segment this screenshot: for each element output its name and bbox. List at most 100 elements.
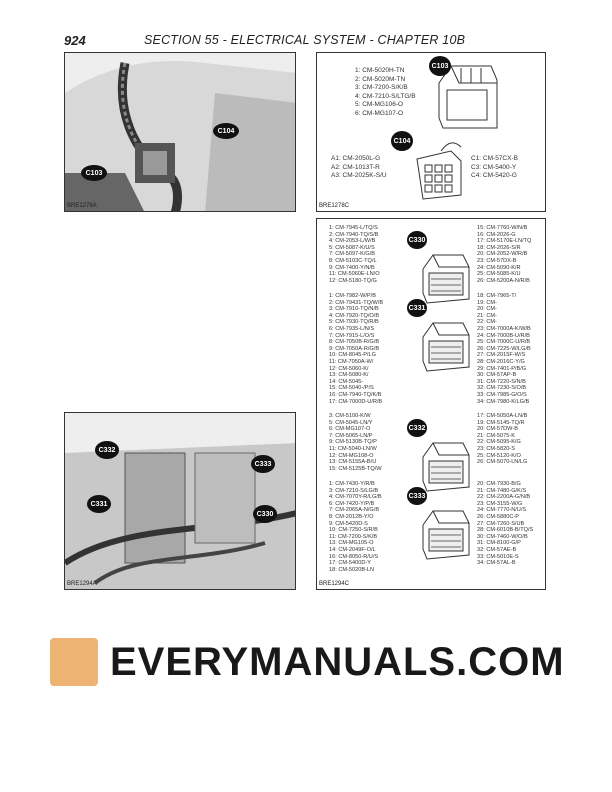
- pin-entry: 15: CM-5125B-TQ/W: [329, 465, 382, 472]
- pin-entry: 21: CM-5075-K: [477, 432, 515, 439]
- pin-entry: 20: CM-2052-W/R/B: [477, 251, 528, 258]
- pin-entry: 24: CM-5090-K/R: [477, 264, 521, 271]
- pin-entry: 5: CM-5045-LN/Y: [329, 419, 373, 426]
- pin-entry: 4: CM-2053-L/W/B: [329, 238, 376, 245]
- pin-entry: 19: CM-: [477, 299, 497, 306]
- pin-entry: 4: CM-7070Y-R/LG/B: [329, 494, 382, 501]
- pin-entry: C1: CM-57CX-B: [471, 155, 518, 162]
- pin-entry: C3: CM-5400-Y: [471, 163, 517, 171]
- pin-entry: 25: CM-7000C-U/R/B: [477, 339, 531, 346]
- pin-entry: 20: CM-: [477, 306, 497, 313]
- pin-entry: 1: CM-7430-Y/R/B: [329, 481, 375, 487]
- pin-entry: 11: CM-5040-LN/W: [329, 445, 377, 452]
- figure-caption: BRE1294C: [319, 581, 350, 587]
- pin-entry: 11: CM-5060E-LN/O: [329, 271, 380, 278]
- figure-photo-c103-c104: C104 C103 BRE1278A: [64, 52, 296, 212]
- pin-entry: 15: CM-5040-/P/S: [329, 385, 374, 392]
- pin-entry: 2: CM-79431-TQ/W/B: [329, 299, 384, 306]
- pin-entry: 26: CM-7225-W/LG/B: [477, 345, 531, 352]
- connector-c104-drawing: [416, 142, 462, 200]
- pin-entry: 31: CM-8100-G/P: [477, 540, 521, 547]
- pin-entry: 16: CM-2026-G: [477, 231, 516, 238]
- pin-entry: 9: CM-7400-Y/N/B: [329, 264, 375, 271]
- pin-entry: 22: CM-2200A-G/N/B: [477, 494, 531, 501]
- callout-c330: C330: [253, 505, 277, 523]
- callout-c103: C103: [81, 165, 107, 181]
- pin-entry: 11: CM-7200-S/K/B: [329, 533, 378, 540]
- pin-entry: 8: CM-5103C-TQ/L: [329, 257, 377, 264]
- pin-entry: 16: CM-7940-TQ/K/B: [329, 391, 382, 398]
- pin-entry: 1: CM-5020H-TN: [355, 67, 405, 74]
- callout-c332: C332: [95, 441, 119, 459]
- connector-c331-drawing: [422, 322, 470, 372]
- pin-entry: 21: CM-: [477, 312, 497, 319]
- pin-entry: 7: CM-2065A-N/G/B: [329, 507, 380, 514]
- pin-entry: 23: CM-57DX-B: [477, 257, 517, 264]
- c331-right-pin-list: 18: CM-7965-T/19: CM-20: CM-21: CM-22: C…: [477, 293, 531, 405]
- connector-c330-drawing: [422, 254, 470, 304]
- pin-entry: 3: CM-7200-S/K/B: [355, 84, 408, 91]
- pin-entry: 32: CM-57AE-B: [477, 546, 517, 553]
- connector-c333-drawing: [422, 510, 470, 560]
- figure-caption: BRE1294A: [67, 581, 97, 587]
- pin-entry: 8: CM-7050B-R/G/B: [329, 339, 380, 346]
- pin-entry: 3: CM-7910-TQ/N/B: [329, 306, 379, 313]
- callout-c103: C103: [429, 56, 451, 76]
- pin-entry: 15: CM-7760-W/N/B: [477, 225, 528, 231]
- pin-entry: 33: CM-5010E-S: [477, 553, 519, 560]
- callout-c332: C332: [407, 419, 427, 437]
- pin-entry: 27: CM-2015F-W/S: [477, 352, 526, 359]
- figure-caption: BRE1278C: [319, 203, 350, 209]
- pin-entry: 18: CM-2026-S/R: [477, 244, 521, 251]
- pin-entry: 25: CM-5120-K/O: [477, 452, 521, 459]
- pin-entry: 19: CM-5145-TQ/R: [477, 419, 525, 426]
- pin-entry: 21: CM-7480-G/K/S: [477, 487, 527, 494]
- figure-caption: BRE1278A: [67, 203, 97, 209]
- pin-entry: 3: CM-5100-K/W: [329, 413, 371, 419]
- pin-entry: 5: CM-5087-K/U/S: [329, 244, 375, 251]
- pin-entry: 24: CM-7770-N/U/S: [477, 507, 527, 514]
- pin-entry: 17: CM-5050A-LN/B: [477, 413, 528, 419]
- pin-entry: 28: CM-2016C-Y/G: [477, 358, 525, 365]
- pin-entry: A3: CM-2025K-S/U: [331, 172, 387, 179]
- pin-entry: 29: CM-7401-P/B/G: [477, 365, 527, 372]
- pin-entry: 32: CM-7230-S/O/B: [477, 385, 527, 392]
- pin-entry: 5: CM-7930-TQ/R/B: [329, 319, 379, 326]
- pin-entry: 26: CM-5200A-N/R/B: [477, 277, 530, 284]
- callout-c331: C331: [87, 495, 111, 513]
- pin-entry: 28: CM-6010B-B/TQ/S: [477, 527, 534, 534]
- pin-entry: 7: CM-5097-K/G/B: [329, 251, 376, 258]
- pin-entry: 10: CM-7250-S/R/B: [329, 527, 378, 534]
- watermark-logo: [50, 638, 98, 686]
- pin-entry: 20: CM-57DW-B: [477, 426, 518, 433]
- connector-c103-drawing: [438, 65, 498, 129]
- pin-entry: 7: CM-5065-LN/P: [329, 432, 373, 439]
- pin-entry: 17: CM-5170E-LN/TQ: [477, 238, 532, 245]
- pin-entry: 8: CM-2012B-Y/O: [329, 513, 374, 520]
- page-number: 924: [64, 33, 86, 48]
- pin-entry: 31: CM-7220-S/N/B: [477, 378, 526, 385]
- callout-c104: C104: [391, 131, 413, 151]
- callout-c333: C333: [251, 455, 275, 473]
- pin-entry: 12: CM-5060-K/: [329, 365, 369, 372]
- pin-entry: 4: CM-7920-TQ/O/B: [329, 312, 380, 319]
- pin-entry: 27: CM-7260-S/UB: [477, 520, 525, 527]
- pin-entry: 10: CM-8045-P/LG: [329, 352, 376, 359]
- pin-entry: 23: CM-5820-S: [477, 445, 515, 452]
- pin-entry: 5: CM-MG106-O: [355, 101, 404, 108]
- photo-illustration: [65, 413, 295, 589]
- pin-entry: 26: CM-5880C-P: [477, 513, 519, 520]
- callout-c330: C330: [407, 231, 427, 249]
- page-title: SECTION 55 - ELECTRICAL SYSTEM - CHAPTER…: [144, 33, 466, 47]
- watermark: EVERYMANUALS.COM: [110, 640, 565, 684]
- photo-illustration: [65, 53, 295, 211]
- pin-entry: 12: CM-MG108-O: [329, 452, 374, 459]
